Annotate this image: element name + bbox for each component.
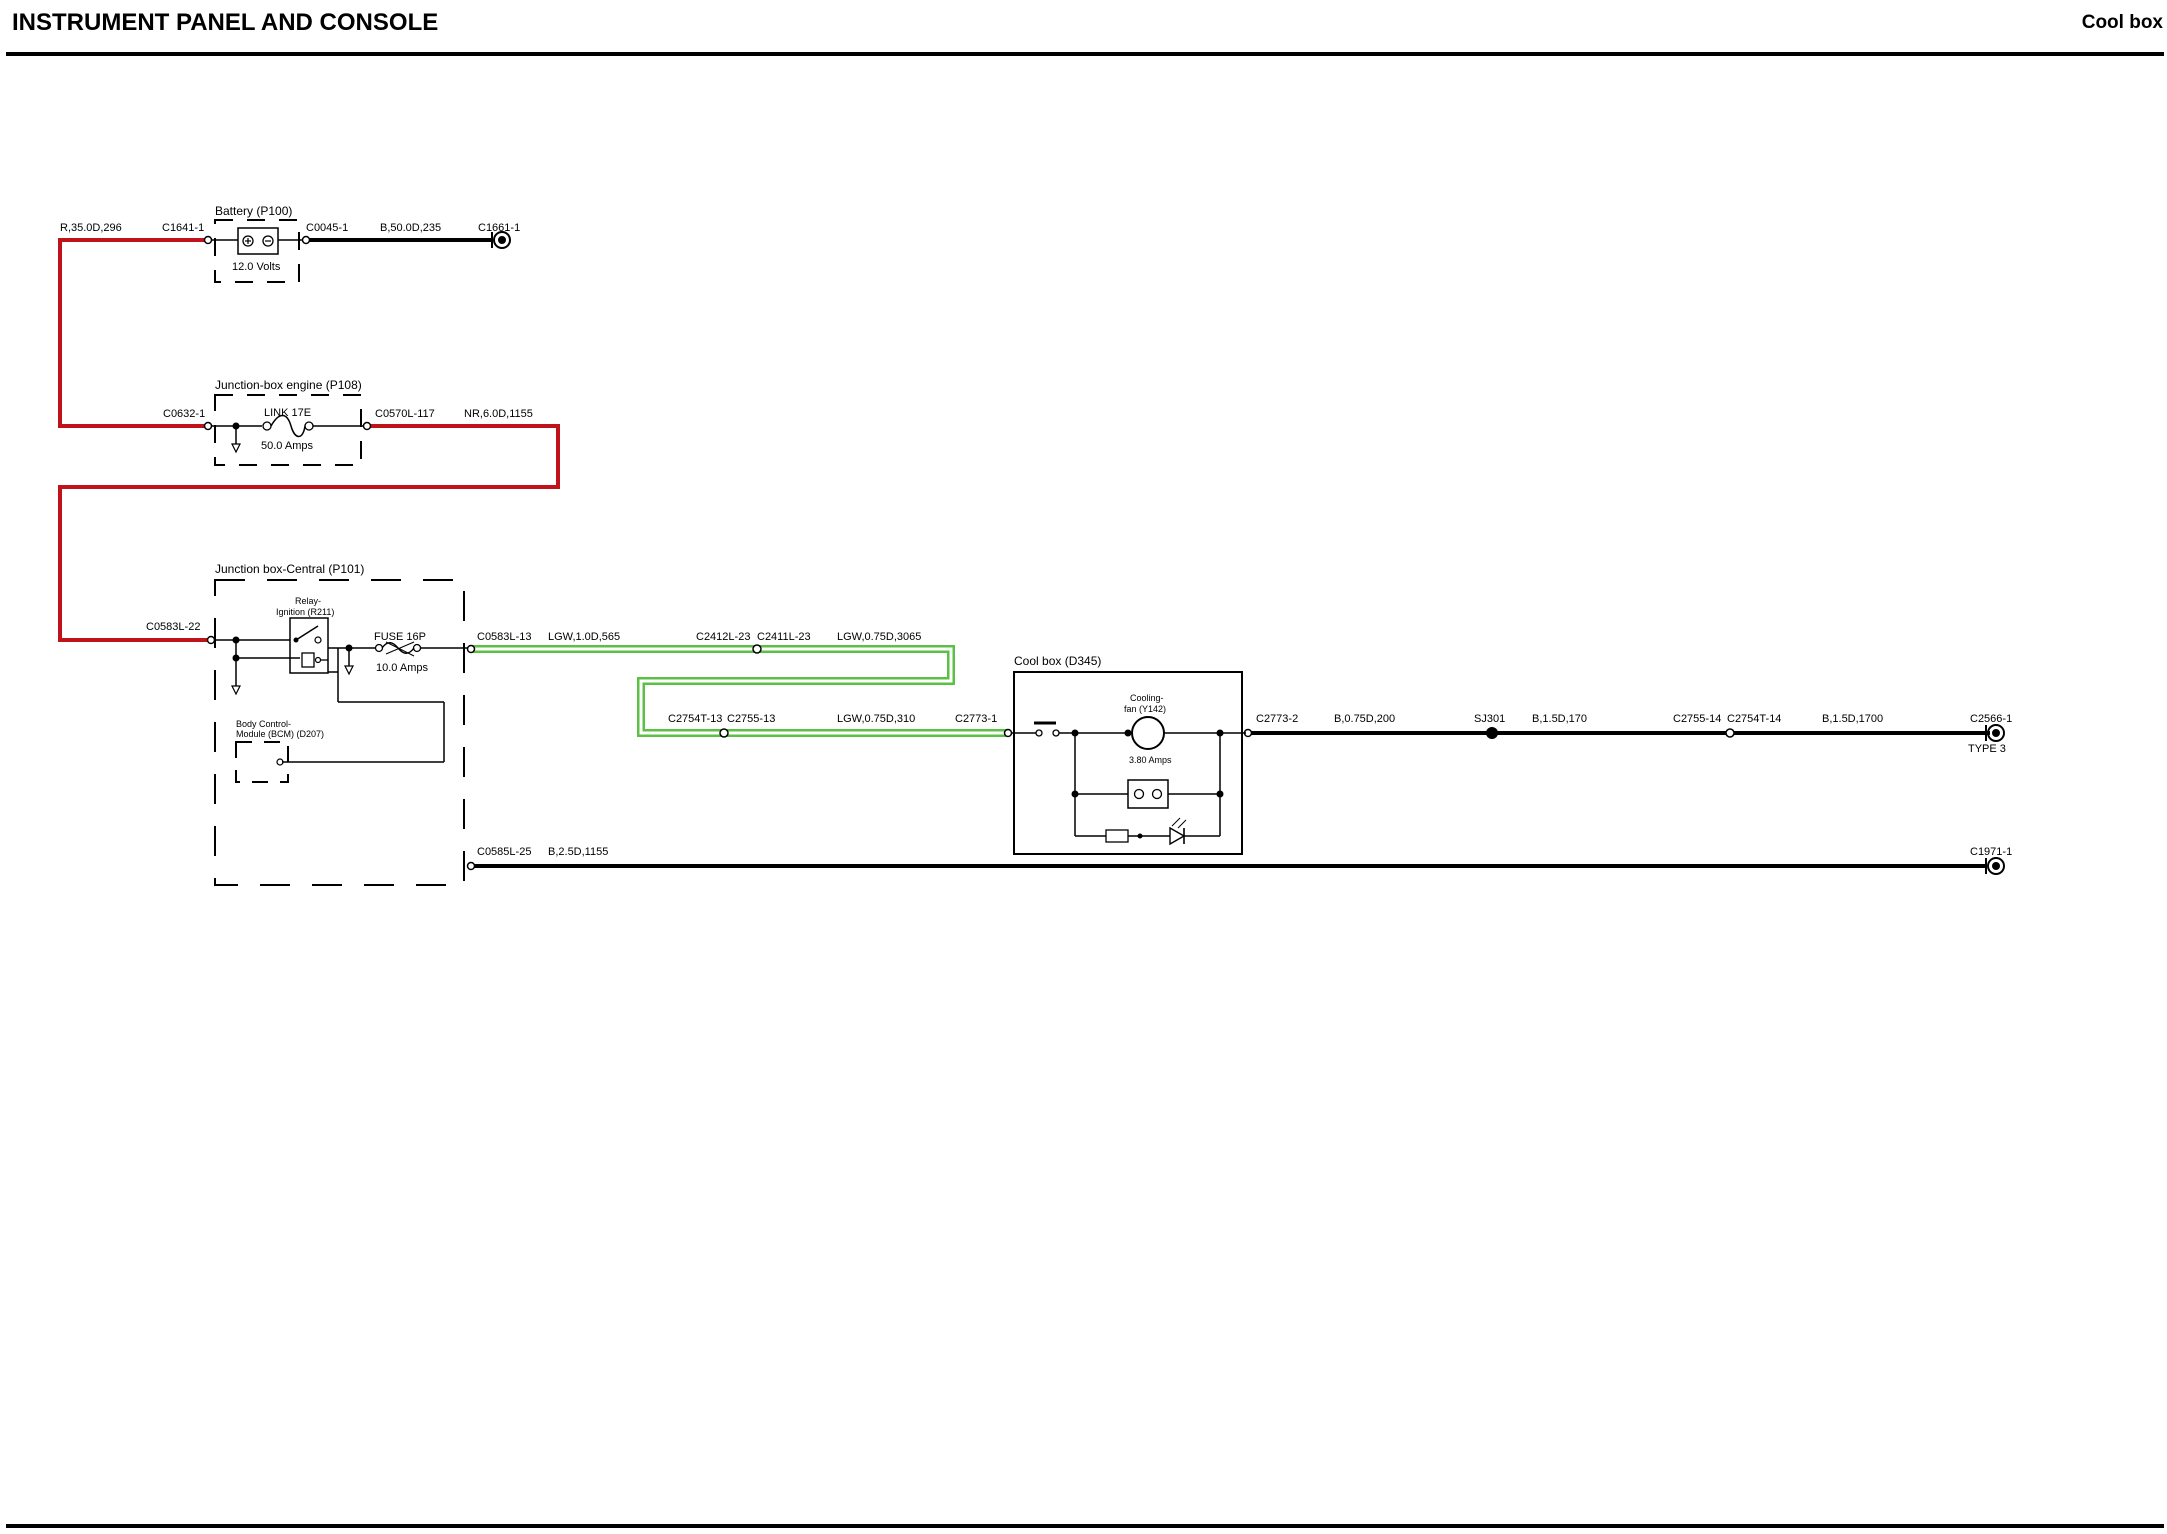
label-fan-rating: 3.80 Amps: [1129, 755, 1172, 765]
label-relay: Relay-: [295, 596, 321, 606]
label-c0045: C0045-1: [306, 222, 348, 234]
label-coolbox: Cool box (D345): [1014, 654, 1101, 668]
label-wire-w6: LGW,0.75D,310: [837, 713, 915, 725]
label-c0583-13: C0583L-13: [477, 631, 531, 643]
label-c2411: C2411L-23: [757, 631, 811, 643]
label-wire-w4: LGW,1.0D,565: [548, 631, 620, 643]
label-c2566: C2566-1: [1970, 713, 2012, 725]
splice-sj301: [1486, 727, 1498, 739]
label-c2412: C2412L-23: [696, 631, 750, 643]
label-wire-w2: B,50.0D,235: [380, 222, 441, 234]
label-battery: Battery (P100): [215, 204, 292, 218]
cool-box-component: [1012, 671, 1246, 855]
red-wire-engine-box-to-central-box: [58, 424, 560, 642]
label-fuse-rating: 10.0 Amps: [376, 662, 428, 674]
header-rule: [6, 52, 2164, 56]
label-c2754-13: C2754T-13: [668, 713, 722, 725]
label-wire-w3: NR,6.0D,1155: [464, 408, 533, 420]
label-fuse: FUSE 16P: [374, 631, 426, 643]
junction-box-central: [214, 579, 468, 886]
label-type3: TYPE 3: [1968, 743, 2006, 755]
footer-rule: [6, 1524, 2164, 1528]
label-bcm1: Body Control-: [236, 719, 291, 729]
red-wire-battery-to-engine-box: [58, 238, 205, 428]
label-c2754-14: C2754T-14: [1727, 713, 1781, 725]
diagram-labels: Battery (P100) 12.0 Volts C1641-1 C0045-…: [60, 204, 2012, 858]
junction-box-engine: [212, 394, 364, 466]
label-wire-w8: B,1.5D,170: [1532, 713, 1587, 725]
label-wire-w10: B,2.5D,1155: [548, 846, 608, 858]
battery-component: [212, 219, 302, 283]
label-c2773-2: C2773-2: [1256, 713, 1298, 725]
label-c1641: C1641-1: [162, 222, 204, 234]
label-sj301: SJ301: [1474, 713, 1505, 725]
label-bcm2: Module (BCM) (D207): [236, 729, 324, 739]
green-wire-inner: [472, 647, 1006, 735]
label-c0585: C0585L-25: [477, 846, 531, 858]
page-title: INSTRUMENT PANEL AND CONSOLE: [12, 9, 439, 36]
label-fan1: Cooling-: [1130, 693, 1164, 703]
connector-symbols: [203, 235, 1735, 871]
label-c0570: C0570L-117: [375, 408, 435, 420]
label-c2755-14: C2755-14: [1673, 713, 1721, 725]
label-c1661: C1661-1: [478, 222, 520, 234]
page-header: INSTRUMENT PANEL AND CONSOLE Cool box: [0, 0, 2167, 60]
label-link: LINK 17E: [264, 407, 311, 419]
page-subtitle: Cool box: [2081, 12, 2163, 33]
label-jb-central: Junction box-Central (P101): [215, 562, 364, 576]
label-c1971: C1971-1: [1970, 846, 2012, 858]
label-c2755-13: C2755-13: [727, 713, 775, 725]
label-relay2: Ignition (R211): [276, 607, 334, 617]
label-wire-w1: R,35.0D,296: [60, 222, 122, 234]
label-wire-w7: B,0.75D,200: [1334, 713, 1395, 725]
label-fan2: fan (Y142): [1124, 704, 1166, 714]
label-battery-voltage: 12.0 Volts: [232, 261, 281, 273]
label-c0583-22: C0583L-22: [146, 621, 200, 633]
label-jb-engine: Junction-box engine (P108): [215, 378, 362, 392]
label-link-rating: 50.0 Amps: [261, 440, 313, 452]
green-wire-circuit: [472, 645, 1006, 737]
label-wire-w5: LGW,0.75D,3065: [837, 631, 921, 643]
black-wires: [308, 238, 1990, 868]
red-wire-circuit: [58, 238, 560, 642]
label-c2773-1: C2773-1: [955, 713, 997, 725]
ground-terminals: [491, 231, 2005, 875]
label-wire-w9: B,1.5D,1700: [1822, 713, 1883, 725]
label-c0632: C0632-1: [163, 408, 205, 420]
